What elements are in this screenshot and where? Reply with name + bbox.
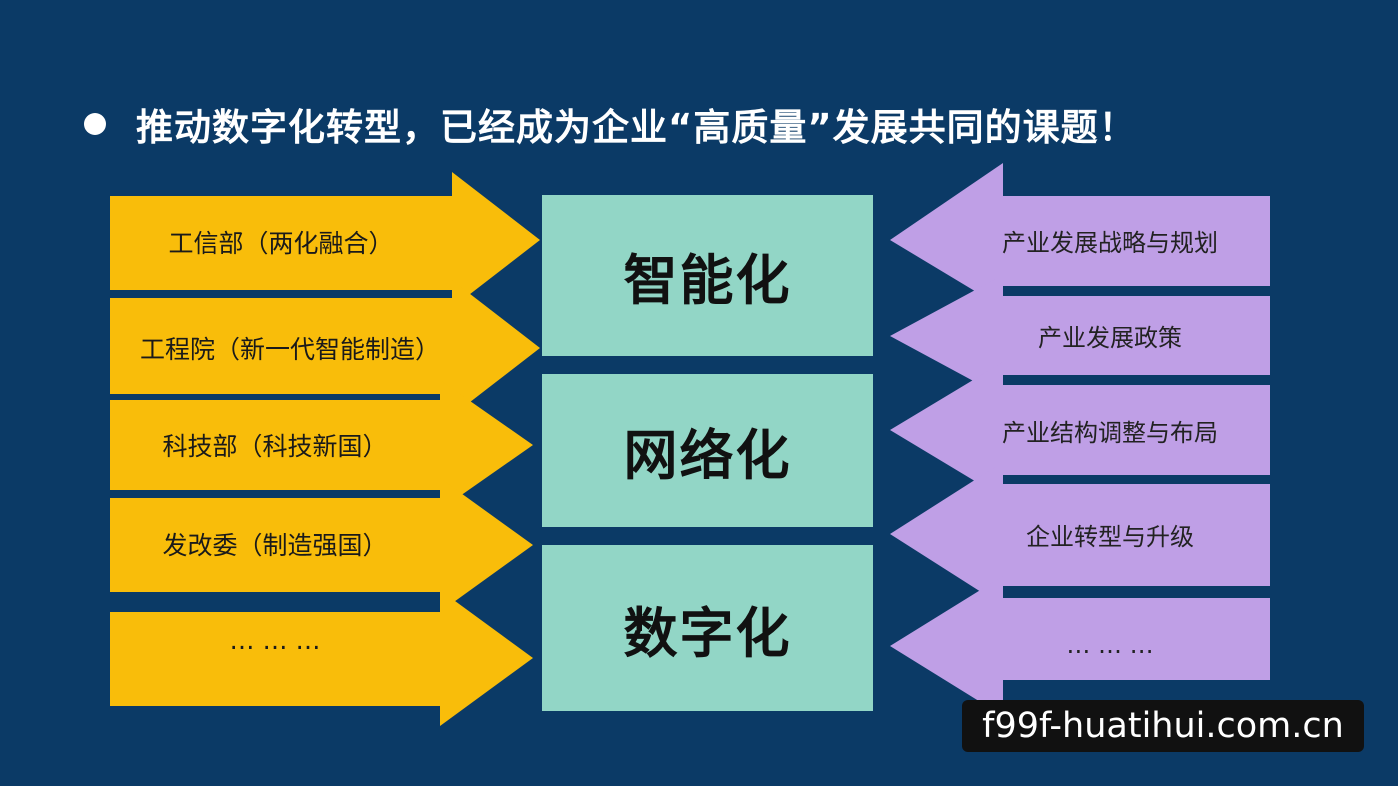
- left-arrow-1: [110, 172, 540, 308]
- watermark: f99f-huatihui.com.cn: [962, 700, 1364, 752]
- right-arrow-2: [890, 275, 1270, 397]
- title-row: 推动数字化转型，已经成为企业“高质量”发展共同的课题！: [84, 94, 1137, 154]
- right-arrow-label-4: 企业转型与升级: [1026, 522, 1194, 551]
- right-arrow-3: [890, 362, 1270, 498]
- center-box-label-3: 数字化: [623, 601, 792, 665]
- right-arrow-label-2: 产业发展政策: [1038, 323, 1182, 352]
- center-box-label-2: 网络化: [623, 424, 792, 487]
- left-arrow-label-1: 工信部（两化融合）: [168, 229, 394, 258]
- slide-title: 推动数字化转型，已经成为企业“高质量”发展共同的课题！: [136, 106, 1137, 149]
- left-arrow-label-2: 工程院（新一代智能制造）: [139, 335, 440, 364]
- left-arrow-label-4: 发改委（制造强国）: [162, 531, 388, 560]
- center-box-3: [542, 545, 873, 711]
- right-arrow-label-1: 产业发展战略与规划: [1002, 228, 1218, 257]
- left-arrow-2: [110, 280, 540, 416]
- center-box-label-1: 智能化: [623, 249, 792, 312]
- left-arrow-4: [110, 478, 533, 612]
- bullet-icon: [84, 113, 106, 135]
- center-box-2: [542, 374, 873, 527]
- right-arrow-5: [890, 576, 1270, 716]
- right-arrow-label-5: … … …: [1066, 631, 1154, 659]
- left-arrow-label-3: 科技部（科技新国）: [162, 432, 388, 461]
- left-arrow-label-5: … … …: [229, 625, 321, 655]
- right-arrow-1: [890, 163, 1270, 308]
- left-arrow-3: [110, 380, 533, 510]
- left-arrow-5: [110, 590, 533, 726]
- right-arrow-4: [890, 462, 1270, 606]
- right-arrow-label-3: 产业结构调整与布局: [1002, 418, 1218, 447]
- center-box-1: [542, 195, 873, 356]
